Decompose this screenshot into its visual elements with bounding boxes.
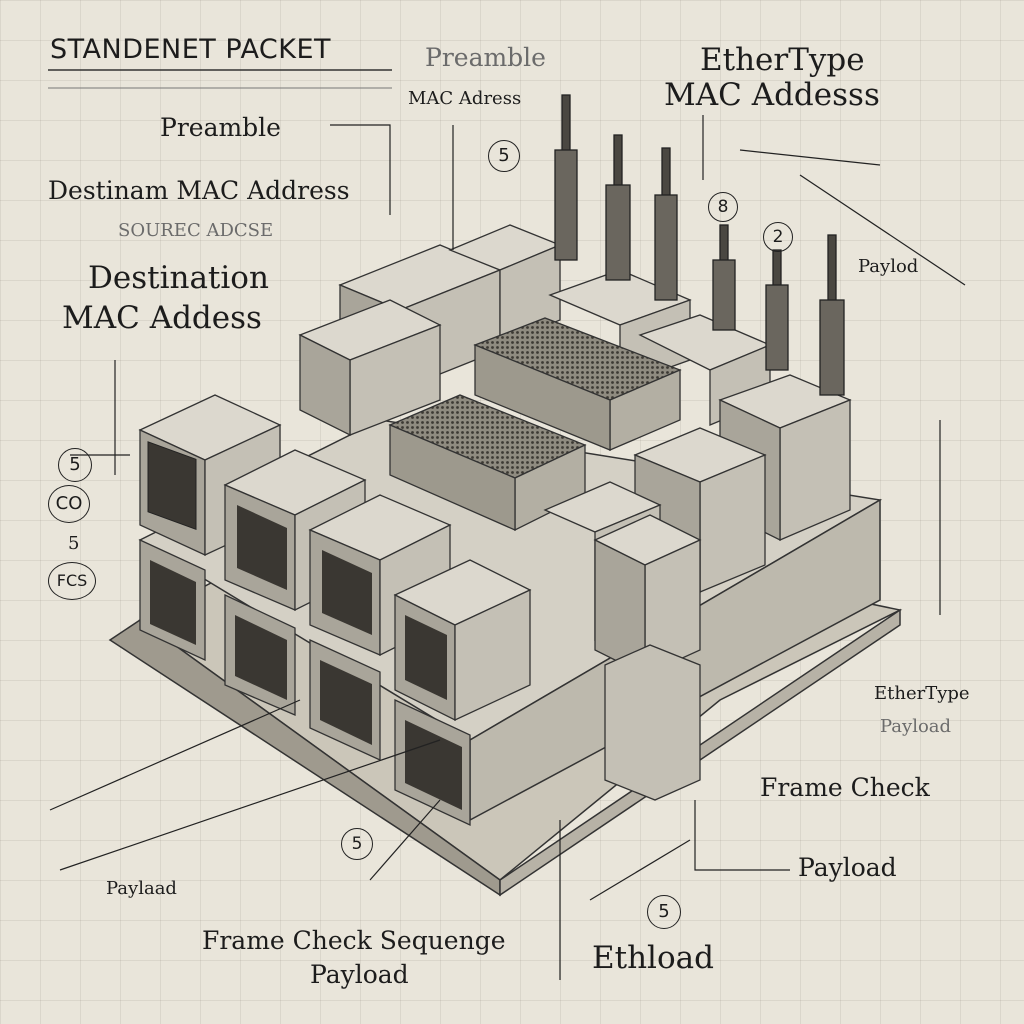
- marker-circle: 2: [763, 222, 793, 252]
- label-frame-check: Frame Check: [760, 773, 930, 802]
- label-payload-bottom: Payload: [310, 960, 409, 989]
- marker-circle: 5: [341, 828, 373, 860]
- label-preamble-top: Preamble: [425, 43, 546, 72]
- label-payload-right: Paylod: [858, 256, 919, 277]
- label-payload-bottom-left: Paylaad: [106, 878, 177, 899]
- marker-text: 5: [68, 533, 80, 554]
- port-row-lower: [139, 538, 471, 827]
- leader-lines: [49, 115, 966, 980]
- port-row-upper: [138, 394, 532, 722]
- label-mac-addess-left: MAC Addess: [62, 300, 262, 336]
- right-blocks: [543, 374, 852, 801]
- label-payload-right-faint: Payload: [880, 716, 952, 737]
- label-destination: Destination: [88, 260, 269, 296]
- marker-circle: 5: [58, 448, 92, 482]
- label-ethload: Ethload: [592, 940, 714, 976]
- label-mac-adress-top: MAC Adress: [408, 88, 522, 109]
- diagram-title: STANDENET PACKET: [50, 34, 332, 65]
- label-preamble-left: Preamble: [160, 113, 281, 142]
- antennas: [554, 94, 845, 396]
- label-frame-check-sequence: Frame Check Sequenge: [202, 926, 506, 955]
- label-payload-bottom-right: Payload: [798, 853, 897, 882]
- label-source-adcse: SOUREC ADCSE: [118, 220, 274, 241]
- label-mac-addess-top: MAC Addesss: [664, 77, 880, 113]
- marker-circle: 8: [708, 192, 738, 222]
- mesh-chips: [388, 317, 682, 532]
- label-ethertype-top: EtherType: [700, 42, 865, 78]
- marker-circle: FCS: [48, 562, 96, 600]
- label-destinam-mac: Destinam MAC Address: [48, 176, 350, 205]
- marker-circle: CO: [48, 485, 90, 523]
- marker-circle: 5: [488, 140, 520, 172]
- back-blocks: [298, 224, 772, 437]
- label-ethertype-right: EtherType: [874, 683, 970, 704]
- marker-circle: 5: [647, 895, 681, 929]
